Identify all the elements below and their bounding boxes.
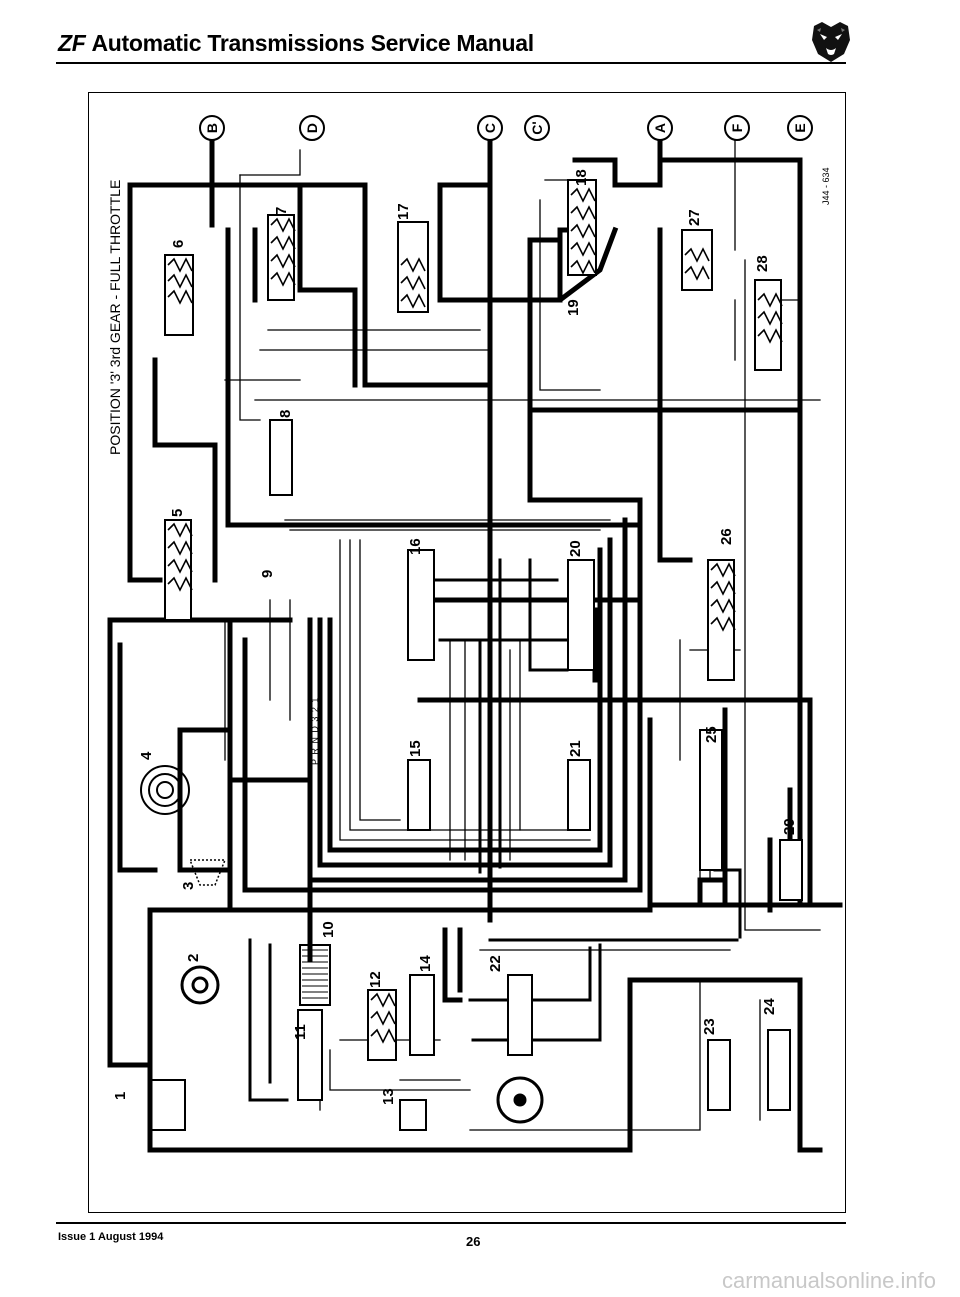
- component-label-25: 25: [703, 726, 720, 743]
- component-label-4: 4: [138, 751, 155, 760]
- component-label-22: 22: [487, 955, 504, 972]
- main-pressure-lines: [107, 127, 843, 1153]
- jaguar-head-logo-icon: [812, 22, 850, 62]
- component-label-12: 12: [367, 971, 384, 988]
- connector-b-label: B: [204, 123, 220, 133]
- component-label-23: 23: [701, 1018, 718, 1035]
- page-number: 26: [466, 1234, 481, 1249]
- site-watermark: carmanualsonline.info: [721, 1268, 936, 1293]
- signal-lines: [224, 139, 821, 1131]
- component-label-24: 24: [761, 998, 778, 1015]
- component-labels: 1 2 3 4 5 6 7 8 9 10 11 12 13 14 15 16 1…: [112, 169, 798, 1105]
- issue-date: Issue 1 August 1994: [58, 1231, 164, 1243]
- component-label-21: 21: [567, 740, 584, 757]
- component-label-29: 29: [781, 818, 798, 835]
- connector-c-prime: C': [524, 115, 550, 141]
- connector-c-label: C: [482, 123, 498, 133]
- component-label-7: 7: [273, 207, 290, 215]
- component-label-3: 3: [180, 882, 197, 890]
- connector-e: E: [787, 115, 813, 141]
- component-label-17: 17: [395, 203, 412, 220]
- component-label-5: 5: [169, 509, 186, 517]
- component-label-28: 28: [754, 255, 771, 272]
- component-label-15: 15: [407, 740, 424, 757]
- header-rule: [56, 62, 846, 64]
- component-label-10: 10: [320, 921, 337, 938]
- component-label-2: 2: [185, 954, 202, 962]
- component-label-18: 18: [573, 169, 590, 186]
- connector-f: F: [724, 115, 750, 141]
- valve-springs: [167, 187, 783, 1044]
- diagram-frame: [88, 92, 846, 1213]
- component-label-6: 6: [170, 240, 187, 248]
- component-label-9: 9: [259, 570, 276, 578]
- connector-c: C: [477, 115, 503, 141]
- pump-and-filter: [140, 765, 544, 1131]
- selector-position-labels: P R N D 3 2 1: [310, 697, 320, 765]
- connector-a: A: [647, 115, 673, 141]
- component-label-1: 1: [112, 1092, 129, 1100]
- component-label-16: 16: [407, 538, 424, 555]
- connector-d-label: D: [304, 123, 320, 133]
- footer-rule: [56, 1222, 846, 1224]
- component-label-13: 13: [380, 1088, 397, 1105]
- valve-components: [164, 179, 803, 1131]
- diagram-caption: POSITION '3' 3rd GEAR - FULL THROTTLE: [107, 180, 123, 455]
- manual-title: Automatic Transmissions Service Manual: [91, 30, 535, 56]
- component-label-19: 19: [565, 299, 582, 316]
- component-label-20: 20: [567, 540, 584, 557]
- diagram-ref-code: J44 - 634: [821, 167, 831, 205]
- connector-a-label: A: [652, 123, 668, 133]
- component-label-27: 27: [686, 209, 703, 226]
- connector-e-label: E: [792, 123, 808, 132]
- component-label-14: 14: [417, 955, 434, 972]
- component-label-8: 8: [277, 410, 294, 418]
- brand-mark: ZF: [58, 30, 86, 56]
- component-label-11: 11: [292, 1024, 309, 1040]
- connector-terminals: B D C C' A F E: [199, 115, 813, 141]
- component-label-26: 26: [718, 528, 735, 545]
- connector-f-label: F: [729, 123, 745, 132]
- connector-c-prime-label: C': [529, 121, 545, 134]
- connector-b: B: [199, 115, 225, 141]
- connector-d: D: [299, 115, 325, 141]
